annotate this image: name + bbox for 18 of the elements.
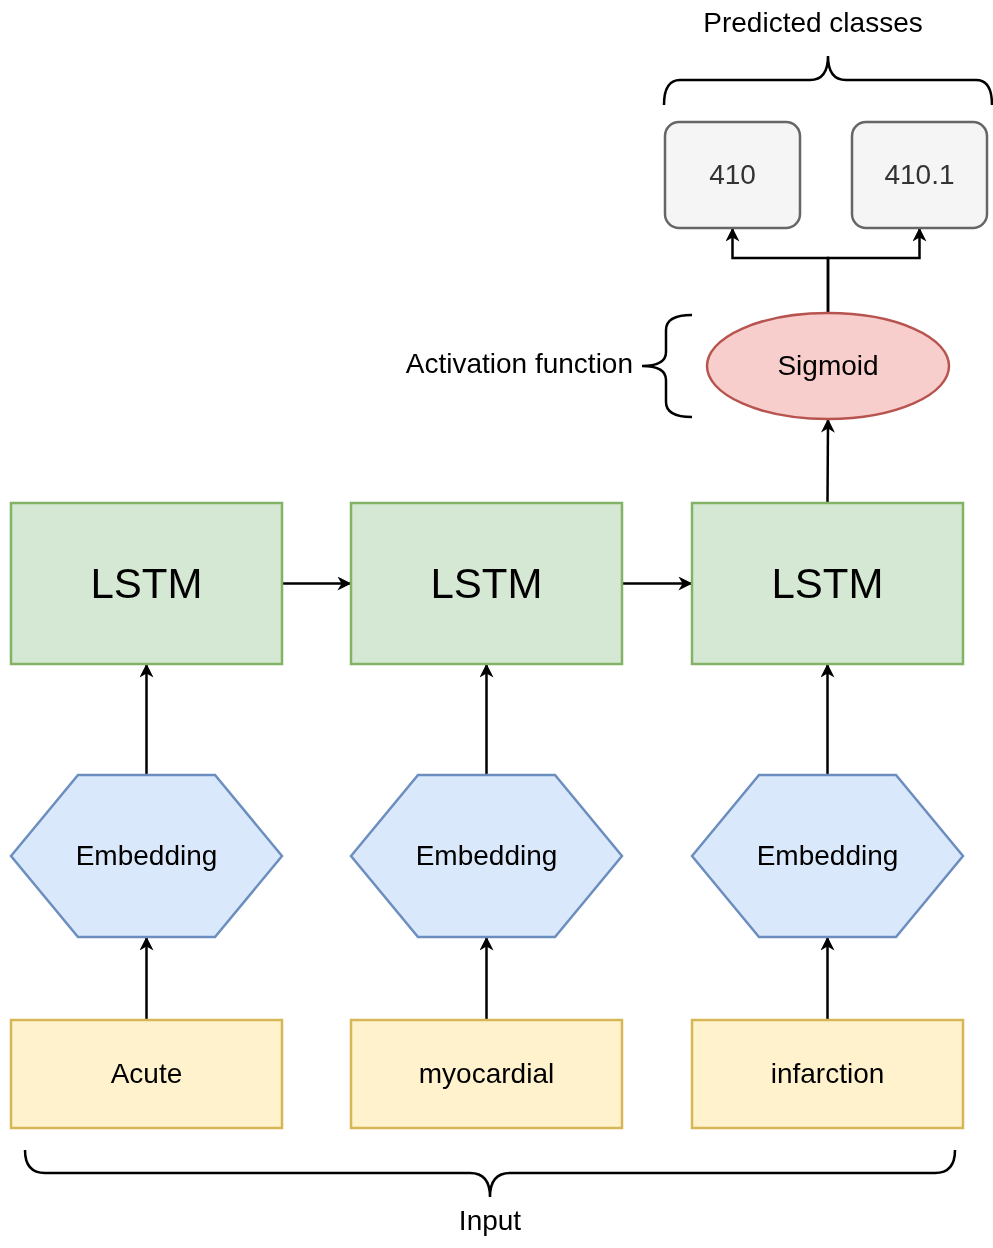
node-label: Embedding [415, 840, 558, 872]
node-label: infarction [770, 1058, 885, 1090]
node-label: Embedding [75, 840, 218, 872]
bracket-label: Input [458, 1205, 522, 1237]
class-label: 410 [709, 159, 756, 191]
node-label: Embedding [756, 840, 899, 872]
class-label: 410.1 [884, 159, 955, 191]
arrow [283, 576, 352, 591]
node-label: LSTM [430, 559, 543, 608]
node-label: LSTM [90, 559, 203, 608]
arrow [820, 418, 835, 502]
bracket-label: Activation function [405, 348, 633, 380]
arrow [623, 576, 693, 591]
node-label: LSTM [771, 559, 884, 608]
node-label: Acute [110, 1058, 183, 1090]
node-label: myocardial [418, 1058, 555, 1090]
bracket-label: Predicted classes [703, 7, 923, 39]
node-label: Sigmoid [777, 350, 879, 382]
